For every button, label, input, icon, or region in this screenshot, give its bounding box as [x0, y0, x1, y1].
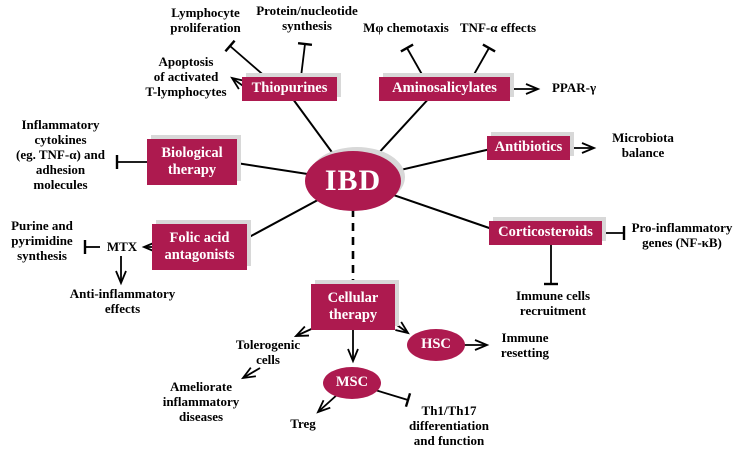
node-corticosteroids: Corticosteroids [489, 221, 602, 245]
node-biological-therapy: Biological therapy [147, 139, 237, 185]
label-purine-pyrimidine-synthesis: Purine and pyrimidine synthesis [11, 218, 73, 263]
label-protein-nucleotide-synthesis: Protein/nucleotide synthesis [256, 3, 358, 33]
label-immune-resetting: Immune resetting [500, 330, 550, 360]
label-ppar-gamma: PPAR-γ [551, 80, 597, 95]
node-msc: MSC [323, 367, 381, 399]
label-lymphocyte-proliferation: Lymphocyte proliferation [170, 5, 241, 35]
node-hsc: HSC [407, 329, 465, 361]
node-ibd: IBD [305, 151, 401, 211]
label-tolerogenic-cells: Tolerogenic cells [235, 337, 301, 367]
node-aminosalicylates: Aminosalicylates [379, 77, 510, 101]
label-microbiota-balance: Microbiota balance [612, 130, 674, 160]
label-inflammatory-cytokines: Inflammatory cytokines (eg. TNF-α) and a… [16, 117, 105, 192]
label-m-phi-chemotaxis: Mφ chemotaxis [363, 20, 449, 35]
node-antibiotics: Antibiotics [487, 136, 570, 160]
node-cellular-therapy: Cellular therapy [311, 284, 395, 330]
label-th1-th17: Th1/Th17 differentiation and function [409, 403, 489, 448]
label-mtx: MTX [106, 239, 138, 254]
label-apoptosis-t-lymphocytes: Apoptosis of activated T-lymphocytes [145, 54, 227, 99]
node-folic-acid-antagonists: Folic acid antagonists [152, 224, 247, 270]
label-anti-inflammatory-effects: Anti-inflammatory effects [69, 286, 176, 316]
label-treg: Treg [290, 416, 316, 431]
label-pro-inflammatory-genes: Pro-inflammatory genes (NF-κB) [631, 220, 733, 250]
arrow-msc-treg [316, 393, 339, 414]
node-thiopurines: Thiopurines [242, 77, 337, 101]
label-ameliorate-inflammatory-diseases: Ameliorate inflammatory diseases [162, 379, 240, 424]
label-immune-cells-recruitment: Immune cells recruitment [515, 288, 591, 318]
inhibit-msc-th1-th17 [374, 389, 412, 408]
arrow-tolerogenic-ameliorate [240, 367, 261, 380]
label-tnf-alpha-effects: TNF-α effects [459, 20, 537, 35]
